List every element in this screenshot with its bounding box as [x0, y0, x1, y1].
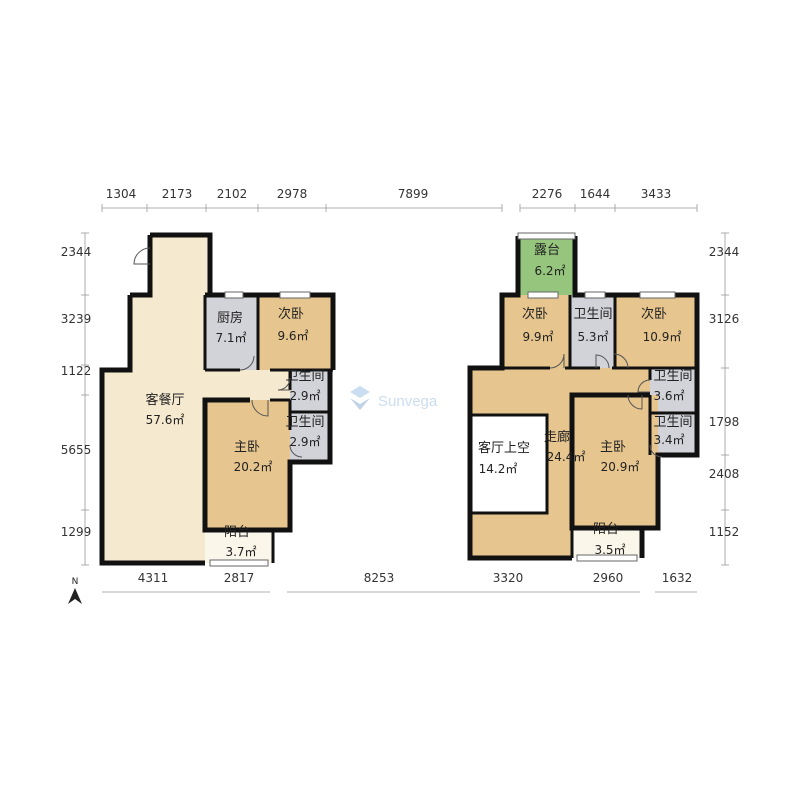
- bathroom-a-fill: [570, 295, 615, 368]
- bedroom-a-fill: [502, 295, 570, 368]
- left-service-wall: [202, 370, 333, 533]
- dim-bottom-2: 2817: [224, 571, 255, 585]
- bathroom-2-fill: [290, 412, 330, 462]
- entry-door-arc: [133, 247, 151, 265]
- dim-right-4: 2408: [709, 467, 740, 481]
- bathroom-1-fill: [290, 370, 330, 412]
- left-exterior-wall: [99, 232, 336, 566]
- dim-top-2: 2173: [162, 187, 193, 201]
- bathroom-c-name: 卫生间: [653, 415, 692, 430]
- master-bedroom-name: 主卧: [234, 440, 260, 455]
- living-room-area: 57.6㎡: [146, 413, 185, 427]
- dim-top-8: 3433: [641, 187, 672, 201]
- compass-north-label: N: [72, 577, 79, 587]
- bedroom-2-area: 9.6㎡: [277, 329, 308, 343]
- dim-right-3: 1798: [709, 415, 740, 429]
- master-bedroom-r-area: 20.9㎡: [601, 460, 640, 474]
- dim-right-5: 1152: [709, 525, 740, 539]
- dim-top-6: 2276: [532, 187, 563, 201]
- bath-1-door-arc: [277, 377, 291, 391]
- kitchen-fill: [205, 295, 258, 370]
- bathroom-b-area: 3.6㎡: [653, 389, 684, 403]
- bedroom-a-name: 次卧: [522, 306, 548, 322]
- master-door-arc: [251, 399, 269, 417]
- living-room-fill: [102, 235, 295, 563]
- watermark-logo-icon: [350, 386, 370, 410]
- dim-top-3: 2102: [217, 187, 248, 201]
- dim-top-5: 7899: [398, 187, 429, 201]
- void-name: 客厅上空: [478, 440, 530, 456]
- north-arrow-icon: [68, 588, 82, 604]
- master-bedroom-fill: [205, 400, 290, 530]
- bathroom-a-name: 卫生间: [573, 307, 612, 322]
- terrace-fill: [518, 236, 575, 295]
- balcony-area: 3.7㎡: [225, 545, 256, 559]
- balcony-fill: [205, 530, 273, 563]
- bathroom-1-name: 卫生间: [285, 369, 324, 384]
- bedroom-2-fill: [258, 295, 333, 370]
- dimension-labels: 1304 2173 2102 2978 7899 2276 1644 3433 …: [61, 187, 740, 585]
- balcony-name: 阳台: [224, 525, 250, 540]
- corridor-area: 24.4㎡: [547, 450, 586, 464]
- bathroom-a-area: 5.3㎡: [577, 330, 608, 344]
- dim-bottom-6: 1632: [662, 571, 693, 585]
- dim-top-4: 2978: [277, 187, 308, 201]
- bathroom-2-name: 卫生间: [285, 415, 324, 430]
- balcony-r-area: 3.5㎡: [594, 543, 625, 557]
- void-area: 14.2㎡: [479, 462, 518, 476]
- dim-bottom-3: 8253: [364, 571, 395, 585]
- terrace-name: 露台: [534, 243, 560, 258]
- compass: N: [68, 577, 82, 604]
- right-interior-walls: [470, 295, 697, 558]
- left-floor: 客餐厅 57.6㎡ 厨房 7.1㎡ 次卧 9.6㎡ 卫生间 2.9㎡ 卫生间 2…: [99, 232, 336, 567]
- dim-bottom-1: 4311: [138, 571, 169, 585]
- kitchen-door-arc: [239, 355, 255, 371]
- dim-left-5: 1299: [61, 525, 92, 539]
- right-floor: 露台 6.2㎡ 次卧 9.9㎡ 卫生间 5.3㎡ 次卧 10.9㎡ 卫生间 3.…: [467, 232, 700, 562]
- void-fill: [470, 415, 547, 513]
- dim-top-1: 1304: [106, 187, 137, 201]
- dim-right-1: 2344: [709, 245, 740, 259]
- bathroom-b-name: 卫生间: [653, 369, 692, 384]
- bathroom-c-area: 3.4㎡: [653, 433, 684, 447]
- bathroom-1-area: 2.9㎡: [289, 389, 320, 403]
- dimension-lines: [81, 204, 729, 593]
- bedroom-a-area: 9.9㎡: [522, 330, 553, 344]
- dim-bottom-5: 2960: [593, 571, 624, 585]
- terrace-area: 6.2㎡: [534, 264, 565, 278]
- bedroom-2-name: 次卧: [278, 306, 304, 322]
- bedroom-b-area: 10.9㎡: [643, 330, 682, 344]
- dim-left-2: 3239: [61, 312, 92, 326]
- dim-left-1: 2344: [61, 245, 92, 259]
- corridor-name: 走廊: [544, 429, 570, 445]
- master-bedroom-area: 20.2㎡: [234, 460, 273, 474]
- master-bedroom-r-name: 主卧: [600, 440, 626, 455]
- balcony-r-name: 阳台: [593, 522, 619, 537]
- kitchen-name: 厨房: [217, 310, 243, 326]
- balcony-r-fill: [572, 528, 642, 558]
- watermark: Sunvega: [350, 386, 438, 410]
- dim-bottom-4: 3320: [493, 571, 524, 585]
- dim-top-7: 1644: [580, 187, 611, 201]
- bath-2-door-arc: [289, 444, 303, 458]
- dim-left-4: 5655: [61, 443, 92, 457]
- dim-right-2: 3126: [709, 312, 740, 326]
- living-room-name: 客餐厅: [145, 392, 184, 408]
- bedroom-b-name: 次卧: [641, 306, 667, 322]
- bedroom-b-fill: [615, 295, 697, 368]
- master-bedroom-r-fill: [572, 395, 658, 528]
- bathroom-2-area: 2.9㎡: [289, 435, 320, 449]
- kitchen-area: 7.1㎡: [215, 331, 246, 345]
- watermark-text: Sunvega: [378, 393, 438, 410]
- dim-left-3: 1122: [61, 364, 92, 378]
